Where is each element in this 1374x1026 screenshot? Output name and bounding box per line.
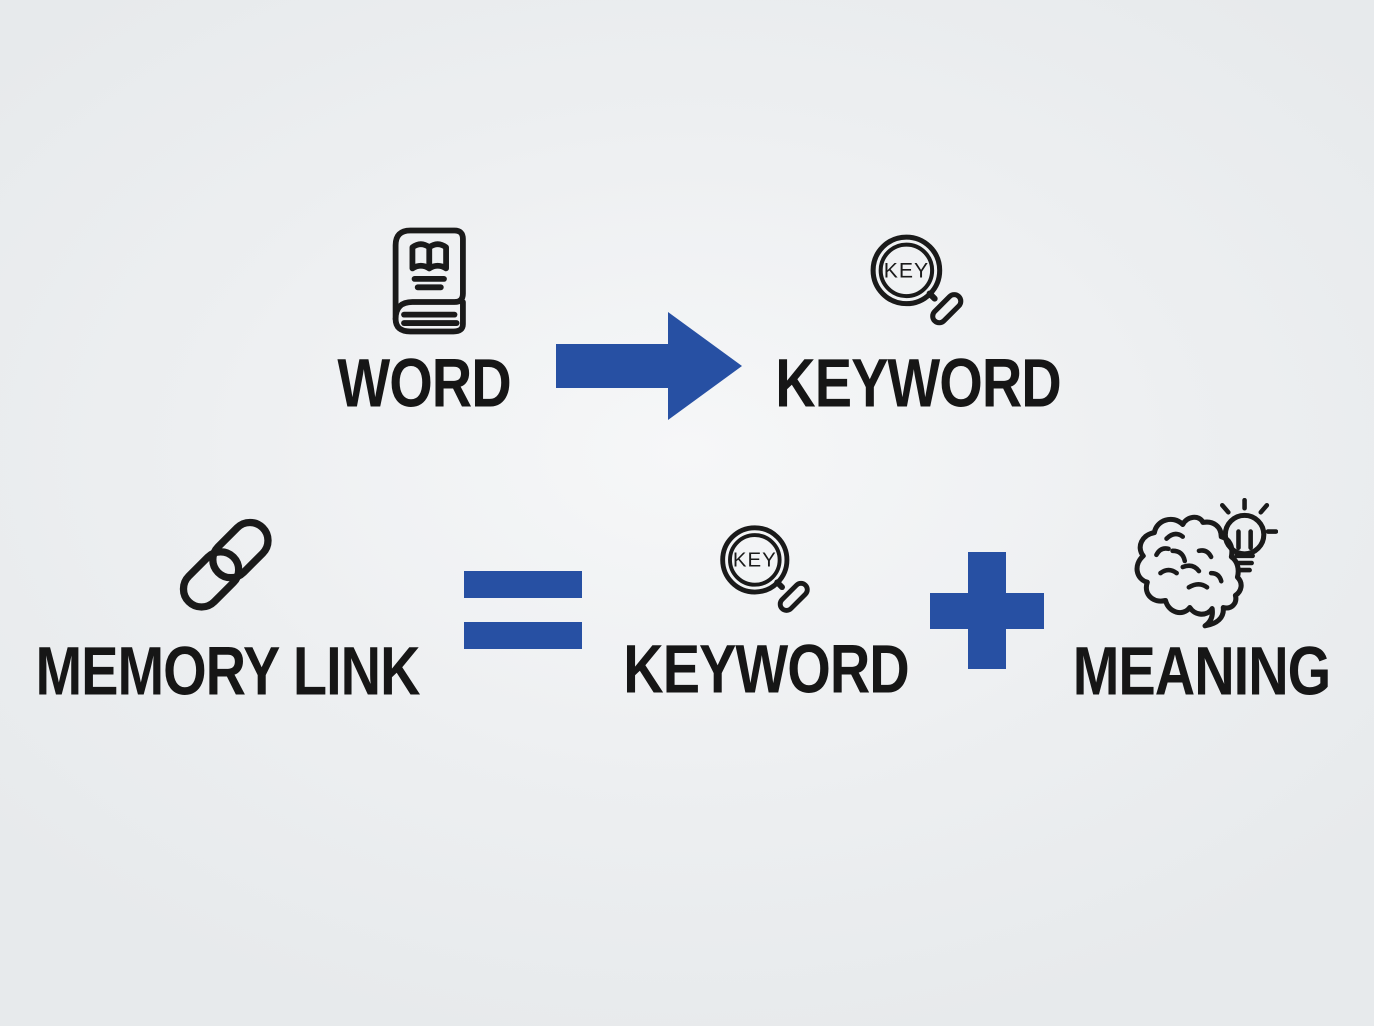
book-icon-svg xyxy=(392,227,466,335)
brain-lightbulb-icon xyxy=(1126,496,1278,632)
word-label: WORD xyxy=(337,344,511,422)
magnifier-key-icon: KEY xyxy=(710,518,822,630)
magnifier-key-icon: KEY xyxy=(860,226,976,344)
equals-bottom-bar xyxy=(464,622,582,649)
meaning-group: MEANING xyxy=(1058,496,1345,705)
key-badge-text: KEY xyxy=(733,549,777,572)
equals-top-bar xyxy=(464,571,582,598)
arrow-right-svg xyxy=(556,312,742,420)
arrow-right-icon xyxy=(556,310,742,427)
key-badge-text: KEY xyxy=(884,259,929,282)
keyword-group-bottom: KEY KEYWORD xyxy=(621,518,911,703)
keyword-label-top: KEYWORD xyxy=(775,344,1061,422)
keyword-label-bottom: KEYWORD xyxy=(623,630,909,708)
plus-sign-svg xyxy=(930,552,1044,669)
brain-lightbulb-svg xyxy=(1134,498,1278,629)
plus-sign xyxy=(930,552,1044,674)
book-icon xyxy=(366,218,482,344)
equals-sign xyxy=(464,571,582,649)
magnifier-key-svg: KEY xyxy=(720,525,810,613)
memory-link-label: MEMORY LINK xyxy=(35,632,420,710)
word-group: WORD xyxy=(299,218,549,417)
chain-link-icon xyxy=(166,502,290,632)
magnifier-key-svg: KEY xyxy=(870,234,964,326)
meaning-label: MEANING xyxy=(1072,632,1331,710)
chain-link-svg xyxy=(179,518,272,611)
keyword-group-top: KEY KEYWORD xyxy=(775,226,1062,417)
memory-link-group: MEMORY LINK xyxy=(25,502,430,705)
